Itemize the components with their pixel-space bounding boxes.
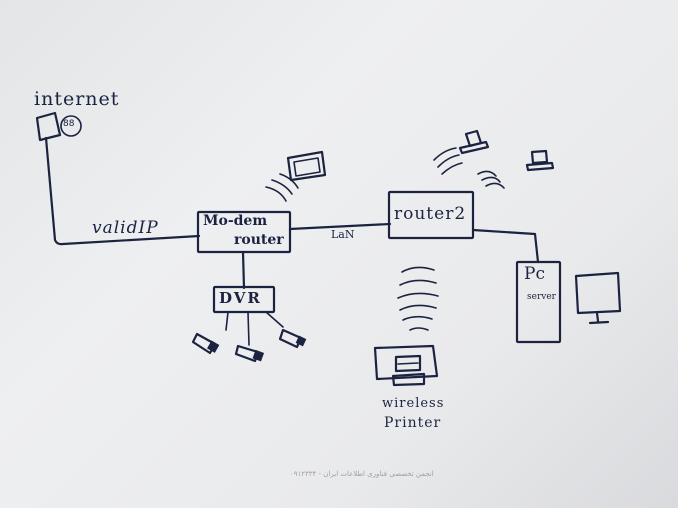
printer-label-line1: wireless	[382, 396, 445, 411]
lan-label: LaN	[331, 228, 355, 241]
wire-modem-dvr	[241, 250, 246, 290]
watermark: ۰۹۱۲۳۳۴ - انجمن تخصصی فناوری اطلاعات ایر…	[290, 470, 434, 478]
wifi-waves-router2-right	[477, 170, 505, 189]
wire-dvr-cameras	[225, 311, 284, 346]
printer-label-line2: Printer	[384, 415, 442, 431]
modem-label-line2: router	[234, 232, 284, 248]
tv-icon	[286, 150, 327, 182]
cctv-camera-icon	[278, 328, 307, 349]
dvr-box	[212, 285, 276, 314]
pc-label-line1: Pc	[524, 264, 545, 284]
router2-box	[387, 190, 475, 240]
cctv-camera-icon	[234, 344, 265, 363]
internet-cloud-icon	[35, 111, 82, 142]
wifi-waves-router2-left	[433, 147, 463, 175]
wifi-waves-printer	[397, 266, 439, 331]
valid-ip-label: validIP	[92, 218, 159, 238]
wire-internet-modem	[44, 136, 201, 246]
pc-tower-icon	[515, 260, 562, 344]
wifi-waves-modem	[265, 173, 299, 202]
router2-label: router2	[394, 204, 467, 224]
internet-label: internet	[34, 88, 120, 110]
modem-label-line1: Mo-dem	[203, 213, 268, 229]
wire-lan	[288, 222, 392, 231]
dvr-label: DVR	[219, 289, 262, 307]
cctv-camera-icon	[191, 332, 220, 355]
laptop-icon	[525, 149, 555, 172]
laptop-icon	[458, 129, 490, 155]
monitor-icon	[574, 271, 622, 325]
printer-icon	[373, 344, 439, 387]
internet-badge: 88	[63, 119, 75, 129]
wire-router2-pc	[471, 228, 540, 264]
pc-label-line2: server	[527, 292, 556, 302]
